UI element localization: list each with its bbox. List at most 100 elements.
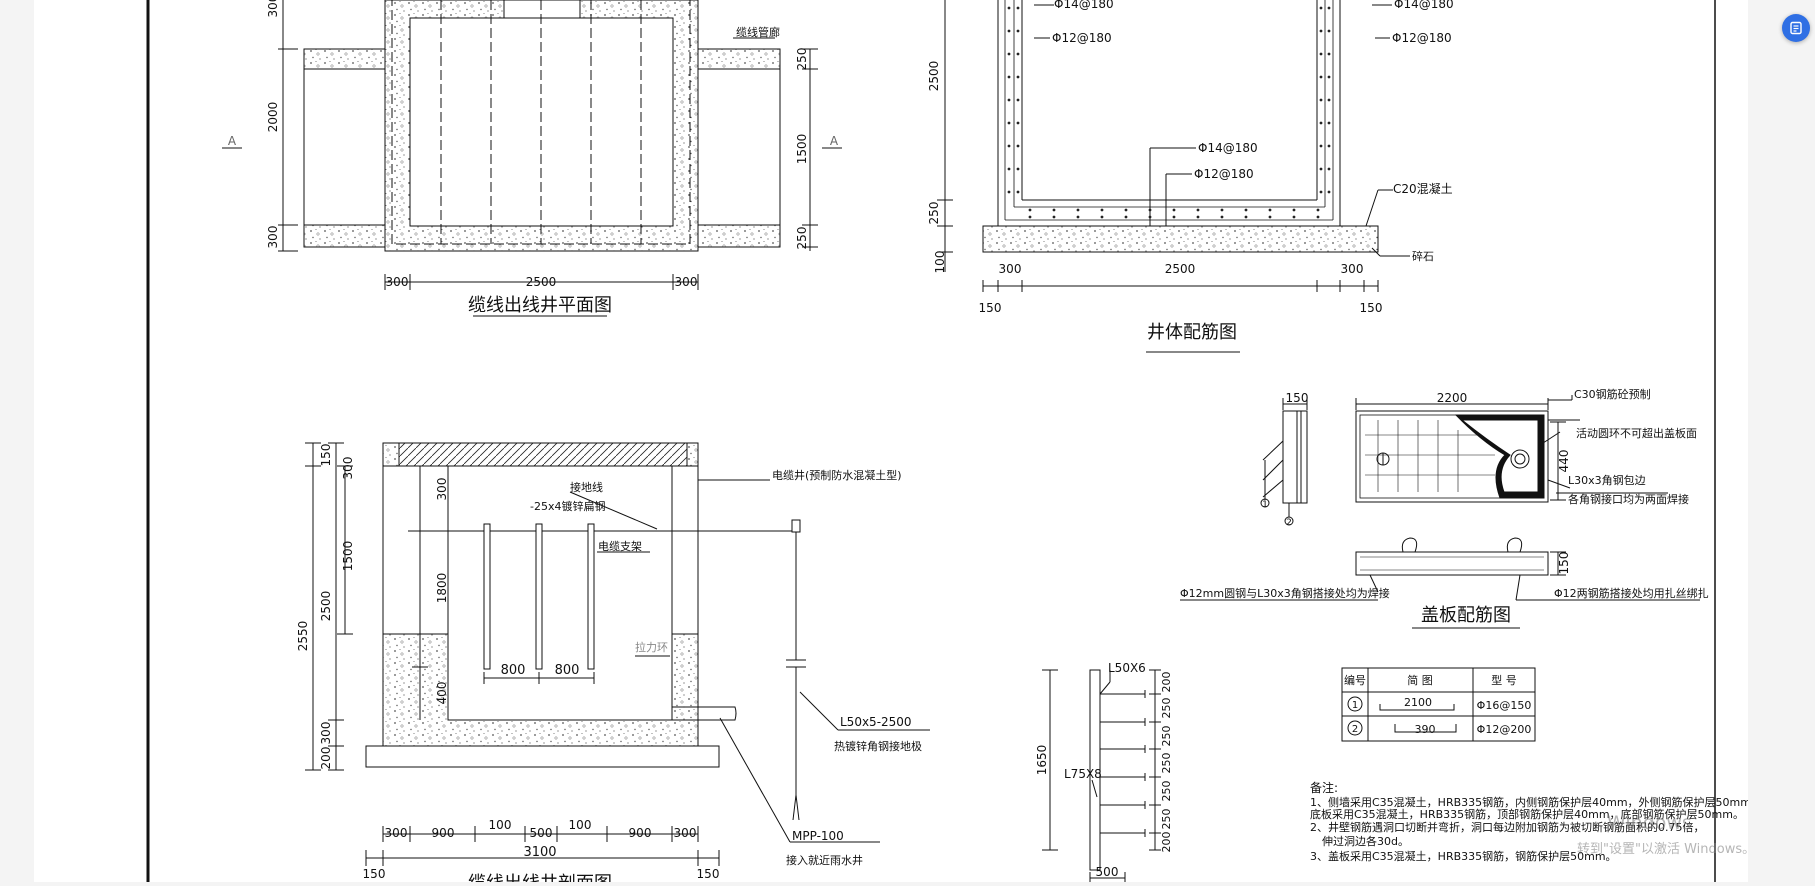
rebar-dim-left-100: 100	[933, 251, 947, 274]
section-label-bracket: 电缆支架	[598, 540, 642, 553]
rebar-dot	[1244, 215, 1248, 219]
rebar-dot	[1327, 75, 1331, 79]
bracket-dim-r-200b: 200	[1160, 832, 1173, 853]
floating-action-button[interactable]	[1782, 14, 1810, 42]
rebar-gravel-label: 碎石	[1412, 249, 1434, 263]
section-dim-inner-1800: 1800	[435, 573, 449, 604]
section-dim-b-500: 500	[530, 826, 553, 840]
drawing-frame	[146, 0, 1716, 882]
rebar-dim-bottom-300: 300	[999, 262, 1022, 276]
plan-title: 缆线出线井平面图	[468, 295, 612, 316]
rebar-label-3: Φ14@180	[1394, 0, 1454, 11]
rebar-dot	[1007, 75, 1011, 79]
rebar-dot	[1016, 52, 1020, 56]
cover-view	[1180, 395, 1700, 629]
rebar-label-2: Φ12@180	[1052, 31, 1112, 45]
section-dim-spacing-800a: 800	[501, 663, 526, 678]
bracket-view	[1042, 669, 1161, 882]
bracket-view-text: L50X6 L75X8 1650 500 200 250 250 250 250…	[1035, 661, 1173, 879]
cover-label-right: Φ12两钢筋搭接处均用扎丝绑扎	[1554, 586, 1709, 600]
cover-dim-2200: 2200	[1437, 391, 1468, 405]
rebar-dot	[1016, 167, 1020, 171]
section-dim-150: 150	[319, 444, 333, 467]
rebar-dot	[1172, 208, 1176, 212]
bracket-dim-r-250e: 250	[1160, 809, 1173, 830]
rebar-dot	[1319, 121, 1323, 125]
plan-dim-left-300b: 300	[266, 226, 280, 249]
rebar-label-4: Φ12@180	[1392, 31, 1452, 45]
rebar-dot	[1316, 208, 1320, 212]
section-dim-2550: 2550	[296, 621, 310, 652]
rebar-dot	[1292, 208, 1296, 212]
section-label-pipe-note: 接入就近雨水井	[786, 853, 863, 867]
notes-line-4: 伸过洞边各30d。	[1322, 834, 1409, 848]
rebar-dot	[1292, 215, 1296, 219]
plan-dim-right-250b: 250	[795, 227, 809, 250]
rebar-label-6: Φ12@180	[1194, 167, 1254, 181]
section-label-angle-note: 热镀锌角钢接地极	[834, 739, 922, 753]
cover-view-text: 150 2200 440 150 C30钢筋砼预制 活动圆环不可超出盖板面 L3…	[1180, 387, 1709, 626]
section-dim-inner-300: 300	[435, 478, 449, 501]
rebar-dot	[1327, 98, 1331, 102]
bracket-dim-r-250b: 250	[1160, 726, 1173, 747]
section-dim-b-300: 300	[385, 826, 408, 840]
rebar-dim-bottom-300b: 300	[1341, 262, 1364, 276]
section-dim-150c: 150	[697, 867, 720, 881]
bracket-label-l75: L75X8	[1064, 767, 1102, 781]
rebar-concrete-label: C20混凝土	[1393, 181, 1453, 196]
rebar-dot	[1007, 98, 1011, 102]
rebar-dot	[1172, 215, 1176, 219]
plan-dim-left-300: 300	[266, 0, 280, 17]
rebar-dot	[1319, 98, 1323, 102]
bracket-label-l50: L50X6	[1108, 661, 1146, 675]
section-dim-b-100: 100	[489, 818, 512, 832]
table-row2-spec: Φ12@200	[1477, 723, 1532, 736]
section-title: 缆线出线井剖面图	[468, 873, 612, 882]
rebar-dot	[1016, 144, 1020, 148]
activation-watermark: Windows 转到"设置"以激活 Windows。	[1577, 812, 1797, 857]
rebar-dot	[1319, 29, 1323, 33]
plan-dim-left-2000: 2000	[266, 102, 280, 133]
rebar-dot	[1327, 144, 1331, 148]
cover-label-weld: 各角钢接口均为两面焊接	[1568, 492, 1689, 506]
rebar-dot	[1028, 208, 1032, 212]
rebar-dot	[1327, 6, 1331, 10]
rebar-label-5: Φ14@180	[1198, 141, 1258, 155]
rebar-title: 井体配筋图	[1147, 322, 1237, 343]
plan-dim-right-1500: 1500	[795, 134, 809, 165]
rebar-dot	[1016, 6, 1020, 10]
cover-label-ring: 活动圆环不可超出盖板面	[1576, 426, 1697, 440]
plan-dim-bottom-300: 300	[386, 275, 409, 289]
table-header-sketch: 简 图	[1407, 673, 1433, 687]
notes-line-5: 3、盖板采用C35混凝土，HRB335钢筋，钢筋保护层50mm。	[1310, 849, 1617, 863]
section-dim-200: 200	[319, 747, 333, 770]
table-row1-sketch: 2100	[1404, 696, 1432, 709]
document-icon	[1790, 21, 1802, 35]
section-dim-b-100b: 100	[569, 818, 592, 832]
plan-section-mark-left: A	[228, 134, 237, 148]
rebar-dot	[1007, 144, 1011, 148]
bracket-dim-r-200: 200	[1160, 672, 1173, 693]
table-header-no: 编号	[1344, 673, 1366, 687]
rebar-dot	[1268, 208, 1272, 212]
rebar-dot	[1319, 75, 1323, 79]
rebar-dot	[1319, 6, 1323, 10]
section-dim-300b: 300	[319, 722, 333, 745]
rebar-dot	[1052, 208, 1056, 212]
cover-mark-1: 1	[1262, 500, 1268, 510]
notes-line-1: 1、侧墙采用C35混凝土，HRB335钢筋，内侧钢筋保护层40mm，外侧钢筋保护…	[1310, 795, 1748, 809]
rebar-table	[1341, 667, 1536, 742]
rebar-dot	[1076, 208, 1080, 212]
rebar-label-1: Φ14@180	[1054, 0, 1114, 11]
rebar-dot	[1016, 121, 1020, 125]
rebar-dot	[1100, 215, 1104, 219]
rebar-dot	[1007, 29, 1011, 33]
rebar-dot	[1327, 121, 1331, 125]
plan-view	[222, 0, 842, 317]
rebar-view	[937, 0, 1410, 353]
rebar-dot	[1196, 208, 1200, 212]
rebar-dot	[1327, 190, 1331, 194]
rebar-dot	[1007, 52, 1011, 56]
table-row1-spec: Φ16@150	[1477, 699, 1532, 712]
